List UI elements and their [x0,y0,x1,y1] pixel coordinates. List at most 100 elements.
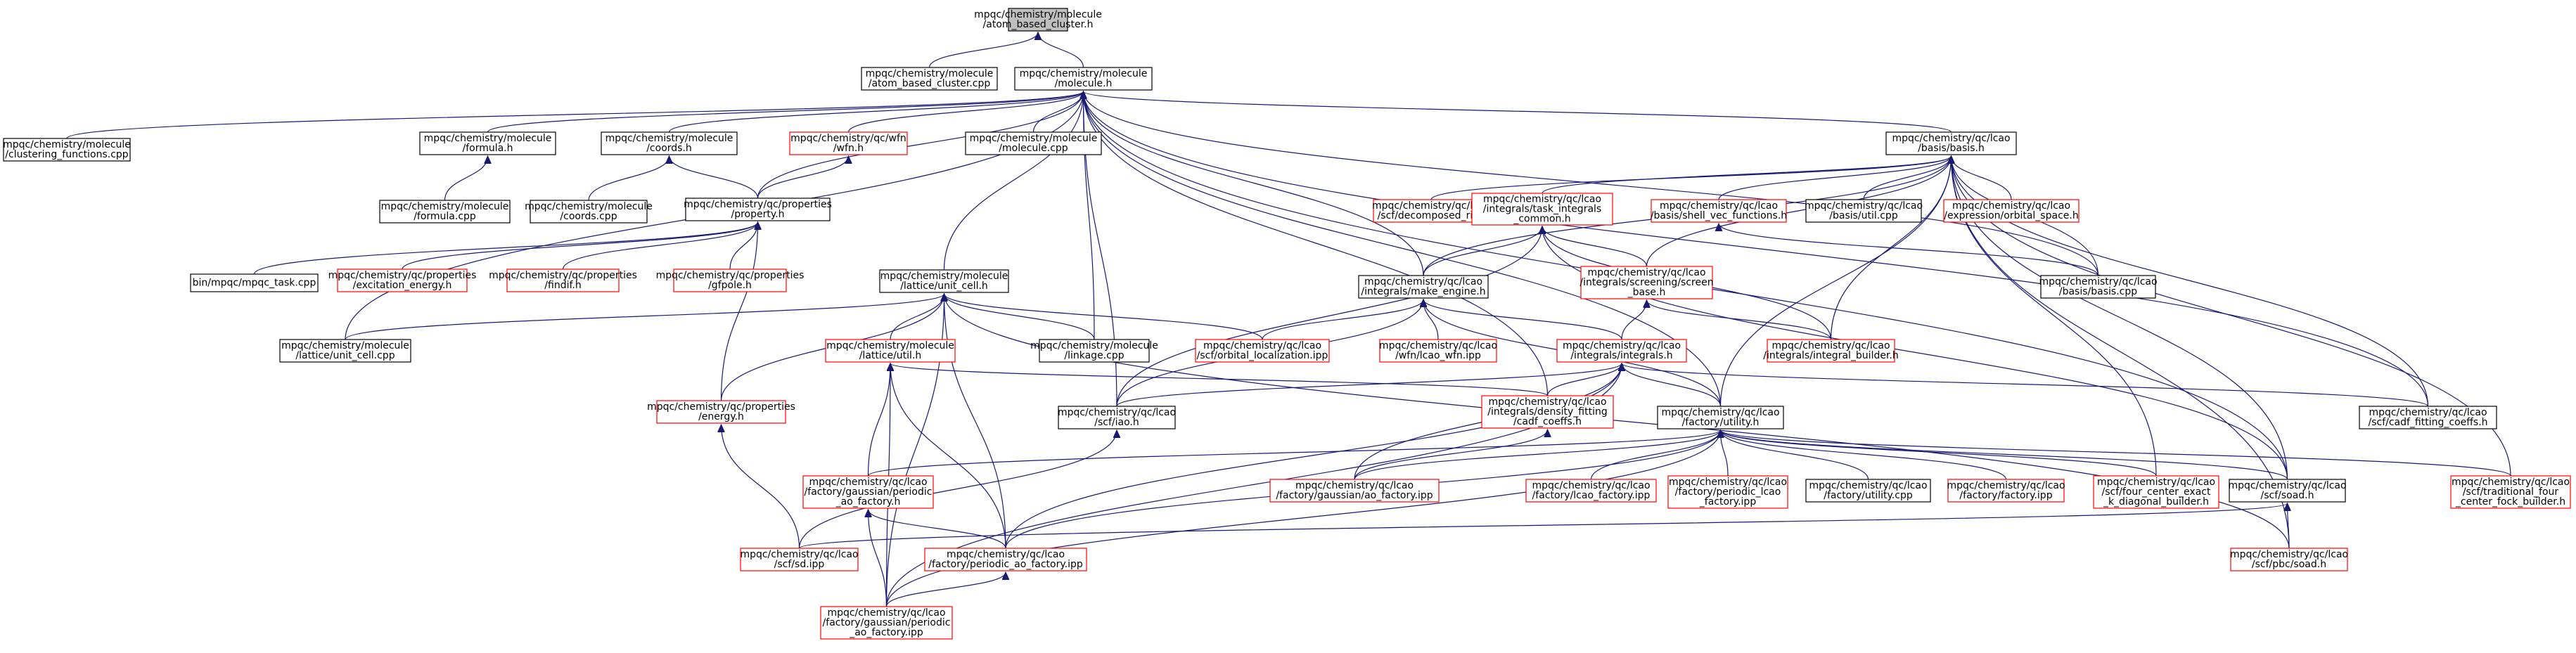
node-molecule_cpp[interactable]: mpqc/chemistry/molecule/molecule.cpp [965,131,1102,155]
node-formula_h[interactable]: mpqc/chemistry/molecule/formula.h [419,131,556,155]
node-label-line: mpqc/chemistry/molecule [525,201,653,212]
node-label-line: /scf/cadf_fitting_coeffs.h [2368,417,2487,428]
node-unit_cell_cpp[interactable]: mpqc/chemistry/molecule/lattice/unit_cel… [279,339,411,363]
edge-sd_ipp-to-iao_h [798,430,1117,549]
node-label-line: mpqc/chemistry/molecule [826,340,954,351]
node-abc_cpp[interactable]: mpqc/chemistry/molecule/atom_based_clust… [861,67,998,91]
edge-basis_cpp-to-shell_vec [1719,224,2099,276]
node-box [1767,339,1895,363]
node-label-line: /scf/soad.h [2260,490,2314,501]
node-label-line: /factory/gaussian/periodic [823,617,951,628]
node-label-line: mpqc/chemistry/qc/properties [656,270,805,281]
node-label-line: mpqc/chemistry/qc/lcao [1660,200,1778,212]
node-integral_builder[interactable]: mpqc/chemistry/qc/lcao/integrals/integra… [1763,339,1899,363]
node-label-line: _common.h [1513,214,1570,225]
node-box [1525,479,1657,503]
node-unit_cell_h[interactable]: mpqc/chemistry/molecule/lattice/unit_cel… [879,269,1009,293]
node-box [601,131,738,155]
node-label-line: mpqc/chemistry/qc/wfn [790,133,906,144]
edge-four_center-to-utility_h [1721,430,2157,477]
edge-orbital_localization-to-unit_cell_h [944,294,1263,340]
node-decomposed_rij[interactable]: mpqc/chemistry/qc/lcao/scf/decomposed_ri… [1372,199,1490,223]
node-label-line: /lattice/util.h [859,350,922,361]
node-gaussian_periodic_ipp[interactable]: mpqc/chemistry/qc/lcao/factory/gaussian/… [820,606,953,640]
node-pbc_soad[interactable]: mpqc/chemistry/qc/lcao/scf/pbc/soad.h [2230,548,2348,571]
node-property_h[interactable]: mpqc/chemistry/qc/properties/property.h [684,198,832,221]
node-cadf_coeffs[interactable]: mpqc/chemistry/qc/lcao/integrals/density… [1481,395,1614,429]
node-label-line: mpqc/chemistry/qc/lcao [1587,267,1705,278]
node-cadf_fitting[interactable]: mpqc/chemistry/qc/lcao/scf/cadf_fitting_… [2359,406,2497,429]
node-label-line: mpqc/chemistry/qc/lcao [1563,340,1681,351]
node-molecule_h[interactable]: mpqc/chemistry/molecule/molecule.h [1014,67,1153,91]
node-label-line: _base.h [1627,287,1666,298]
edge-gaussian_periodic_ipp-to-gaussian_periodic_h [869,510,887,607]
node-label-line: /energy.h [698,411,744,422]
node-mpqc_task[interactable]: bin/mpqc/mpqc_task.cpp [190,273,319,292]
node-screen_base[interactable]: mpqc/chemistry/qc/lcao/integrals/screeni… [1579,266,1714,299]
node-basis_cpp[interactable]: mpqc/chemistry/qc/lcao/basis/basis.cpp [2039,275,2158,299]
node-box [1805,479,1931,503]
node-soad_h[interactable]: mpqc/chemistry/qc/lcao/scf/soad.h [2228,479,2347,503]
node-excitation_energy[interactable]: mpqc/chemistry/qc/properties/excitation_… [328,269,477,292]
node-box [1805,199,1922,223]
node-linkage[interactable]: mpqc/chemistry/molecule/linkage.cpp [1030,339,1158,363]
node-task_integrals[interactable]: mpqc/chemistry/qc/lcao/integrals/task_in… [1471,193,1613,226]
node-box [879,269,1009,293]
node-label-line: /findif.h [544,280,581,291]
node-iao_h[interactable]: mpqc/chemistry/qc/lcao/scf/iao.h [1058,406,1176,429]
node-utility_cpp[interactable]: mpqc/chemistry/qc/lcao/factory/utility.c… [1805,479,1931,503]
edge-cadf_fitting-to-molecule_h [1084,91,2429,407]
node-wfn_h[interactable]: mpqc/chemistry/qc/wfn/wfn.h [789,131,908,155]
edge-gaussian_periodic_h-to-utility_h [867,430,1721,477]
node-label-line: mpqc/chemistry/qc/properties [328,270,477,281]
node-gaussian_ao_ipp[interactable]: mpqc/chemistry/qc/lcao/factory/gaussian/… [1269,479,1440,503]
node-label-line: mpqc/chemistry/qc/lcao [1661,407,1779,418]
node-lcao_factory[interactable]: mpqc/chemistry/qc/lcao/factory/lcao_fact… [1525,479,1657,503]
node-orbital_space[interactable]: mpqc/chemistry/qc/lcao/expression/orbita… [1943,199,2080,223]
node-periodic_lcao[interactable]: mpqc/chemistry/qc/lcao/factory/periodic_… [1667,475,1788,509]
node-label-line: /factory/utility.cpp [1824,490,1913,501]
node-basis_h[interactable]: mpqc/chemistry/qc/lcao/basis/basis.h [1885,131,2017,155]
node-label-line: /scf/decomposed_rij.h [1378,210,1485,221]
edge-energy_h-to-property_h [720,222,758,401]
node-clustering[interactable]: mpqc/chemistry/molecule/clustering_funct… [3,138,131,162]
node-box [740,548,859,571]
node-traditional[interactable]: mpqc/chemistry/qc/lcao/scf/traditional_f… [2450,475,2571,509]
node-findif[interactable]: mpqc/chemistry/qc/properties/findif.h [489,269,637,292]
node-gfpole[interactable]: mpqc/chemistry/qc/properties/gfpole.h [656,269,805,292]
node-label-line: _ao_factory.ipp [849,627,923,638]
edge-basis_h-to-molecule_h [1084,91,1952,133]
node-box [379,200,511,224]
node-root[interactable]: mpqc/chemistry/molecule/atom_based_clust… [974,8,1102,32]
node-label-line: mpqc/chemistry/qc/lcao [1372,200,1490,212]
node-sd_ipp[interactable]: mpqc/chemistry/qc/lcao/scf/sd.ipp [740,548,859,571]
node-integrals_h[interactable]: mpqc/chemistry/qc/lcao/integrals/integra… [1556,339,1687,363]
node-box [419,131,556,155]
node-label-line: /lattice/unit_cell.cpp [295,350,395,361]
node-coords_h[interactable]: mpqc/chemistry/molecule/coords.h [601,131,738,155]
node-periodic_ao_ipp[interactable]: mpqc/chemistry/qc/lcao/factory/periodic_… [924,548,1087,571]
node-shell_vec[interactable]: mpqc/chemistry/qc/lcao/basis/shell_vec_f… [1651,199,1787,223]
node-energy_h[interactable]: mpqc/chemistry/qc/properties/energy.h [647,400,795,424]
edge-integrals_h-to-screen_base [1621,300,1647,340]
node-formula_cpp[interactable]: mpqc/chemistry/molecule/formula.cpp [379,200,511,224]
node-factory_ipp[interactable]: mpqc/chemistry/qc/lcao/factory/factory.i… [1947,479,2065,503]
node-box [2450,475,2571,509]
node-box [2229,479,2346,503]
node-four_center[interactable]: mpqc/chemistry/qc/lcao/scf/four_center_e… [2093,475,2219,509]
edge-shell_vec-to-basis_h [1718,156,1952,200]
node-label-line: /scf/orbital_localization.ipp [1197,350,1328,361]
node-cao_wfn[interactable]: mpqc/chemistry/qc/lcao/wfn/lcao_wfn.ipp [1379,339,1497,363]
node-utility_h[interactable]: mpqc/chemistry/qc/lcao/factory/utility.h [1657,406,1784,429]
node-lattice_util[interactable]: mpqc/chemistry/molecule/lattice/util.h [825,339,956,363]
edge-cadf_coeffs-to-lattice_util [890,363,1549,396]
node-make_engine[interactable]: mpqc/chemistry/qc/lcao/integrals/make_en… [1358,275,1489,299]
edge-property_h-to-coords_h [669,156,759,199]
node-label-line: /gfpole.h [708,280,752,291]
node-gaussian_periodic_h[interactable]: mpqc/chemistry/qc/lcao/factory/gaussian/… [802,475,934,509]
node-label-line: _center_fock_builder.h [2455,496,2565,507]
node-orbital_localization[interactable]: mpqc/chemistry/qc/lcao/scf/orbital_local… [1195,339,1330,363]
node-coords_cpp[interactable]: mpqc/chemistry/molecule/coords.cpp [525,200,653,224]
node-box [685,198,831,221]
node-basis_util[interactable]: mpqc/chemistry/qc/lcao/basis/util.cpp [1805,199,1923,223]
